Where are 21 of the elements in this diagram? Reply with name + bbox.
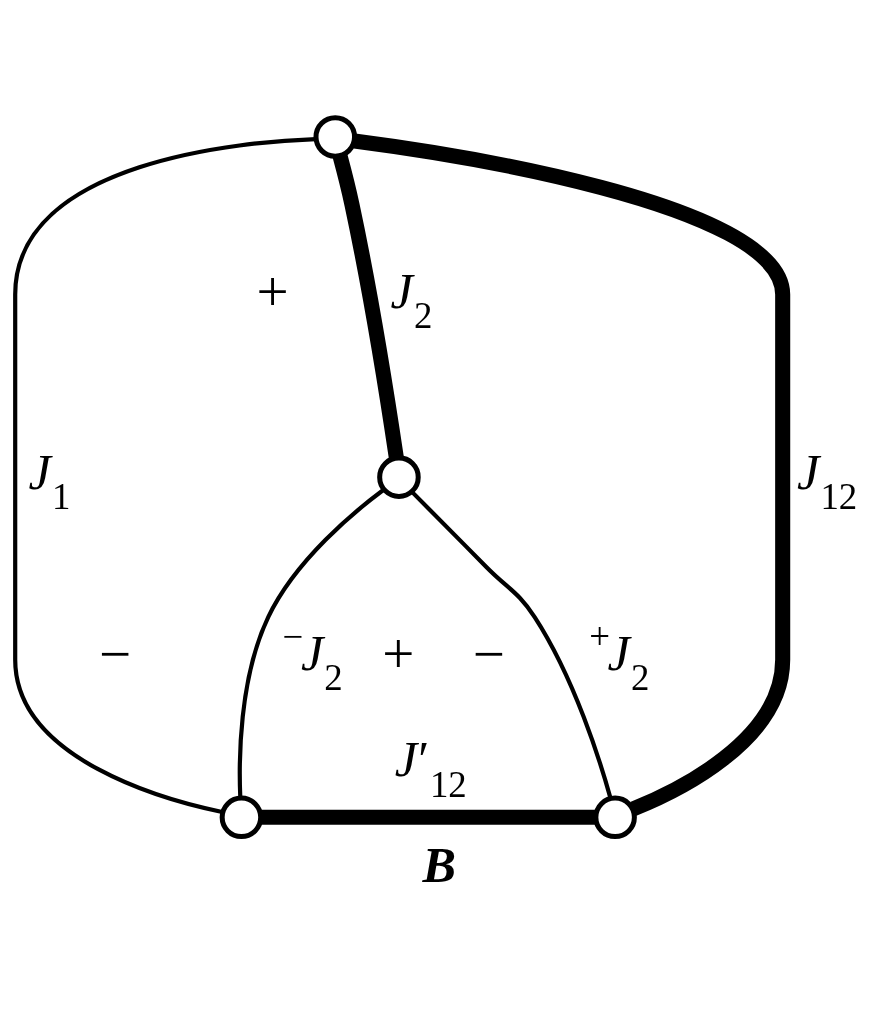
edge-label: $^{−}$J$_{2}$ [282, 615, 343, 698]
caption: B [422, 836, 456, 893]
edge-label: $^{+}$J$_{2}$ [589, 615, 650, 698]
node-circle [593, 795, 637, 839]
edge-label: J′$_{12}$ [394, 730, 467, 805]
connector [13, 136, 316, 814]
label: − [98, 621, 132, 685]
edge-label: J$_{1}$ [28, 443, 71, 517]
connector [410, 489, 613, 799]
connector [261, 809, 596, 825]
connector [332, 153, 404, 459]
node-circle [377, 454, 421, 499]
label: + [256, 259, 289, 323]
label: + [382, 621, 415, 685]
connector [353, 133, 791, 816]
edge-label: J$_{12}$ [796, 443, 858, 517]
edge-label: J$_{2}$ [390, 262, 433, 336]
label: − [472, 621, 505, 685]
node-circle [313, 114, 358, 159]
node-circle [219, 795, 264, 839]
connector [237, 487, 385, 798]
